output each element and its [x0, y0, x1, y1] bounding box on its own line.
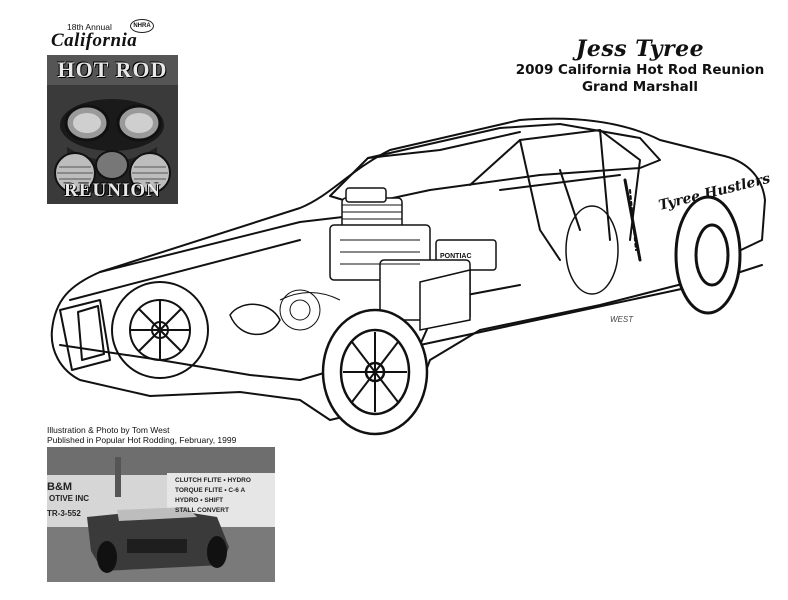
credit-line-1: Illustration & Photo by Tom West — [47, 425, 170, 435]
credit-line-2: Published in Popular Hot Rodding, Februa… — [47, 435, 237, 445]
engine-label: PONTIAC — [440, 253, 472, 260]
logo-reunion-text: REUNION — [64, 180, 161, 201]
drag-race-photo: B&M OTIVE INC TR-3-552 CLUTCH FLITE • HY… — [47, 447, 275, 582]
illustration-credit: Illustration & Photo by Tom West Publish… — [47, 425, 236, 445]
sign-stall-convert: STALL CONVERT — [175, 507, 229, 514]
sign-automotive: OTIVE INC — [49, 494, 90, 503]
nhra-seal-icon: NHRA — [130, 19, 154, 33]
page-header: Jess Tyree 2009 California Hot Rod Reuni… — [500, 36, 780, 96]
honoree-name: Jess Tyree — [575, 36, 705, 62]
sign-torque-flite: TORQUE FLITE • C-6 A — [175, 487, 246, 494]
artist-signature: WEST — [610, 315, 634, 324]
sign-bm: B&M — [47, 481, 73, 493]
logo-gas-mask-image: HOT ROD REUNION — [47, 55, 178, 204]
gas-mask-illustration — [47, 55, 178, 204]
event-title: 2009 California Hot Rod Reunion — [515, 62, 765, 78]
logo-hot-rod-text: HOT ROD — [57, 57, 168, 82]
event-logo: 18th Annual NHRA California HOT ROD REUN… — [47, 18, 178, 204]
logo-california-text: California — [51, 30, 138, 51]
sign-clutch-flite: CLUTCH FLITE • HYDRO — [175, 477, 251, 484]
sign-phone: TR-3-552 — [47, 509, 81, 518]
drag-race-photo-scene — [47, 447, 275, 582]
honoree-role: Grand Marshall — [581, 79, 699, 95]
sign-hydro-shift: HYDRO • SHIFT — [175, 497, 224, 504]
logo-annual-text: 18th Annual — [67, 22, 112, 32]
